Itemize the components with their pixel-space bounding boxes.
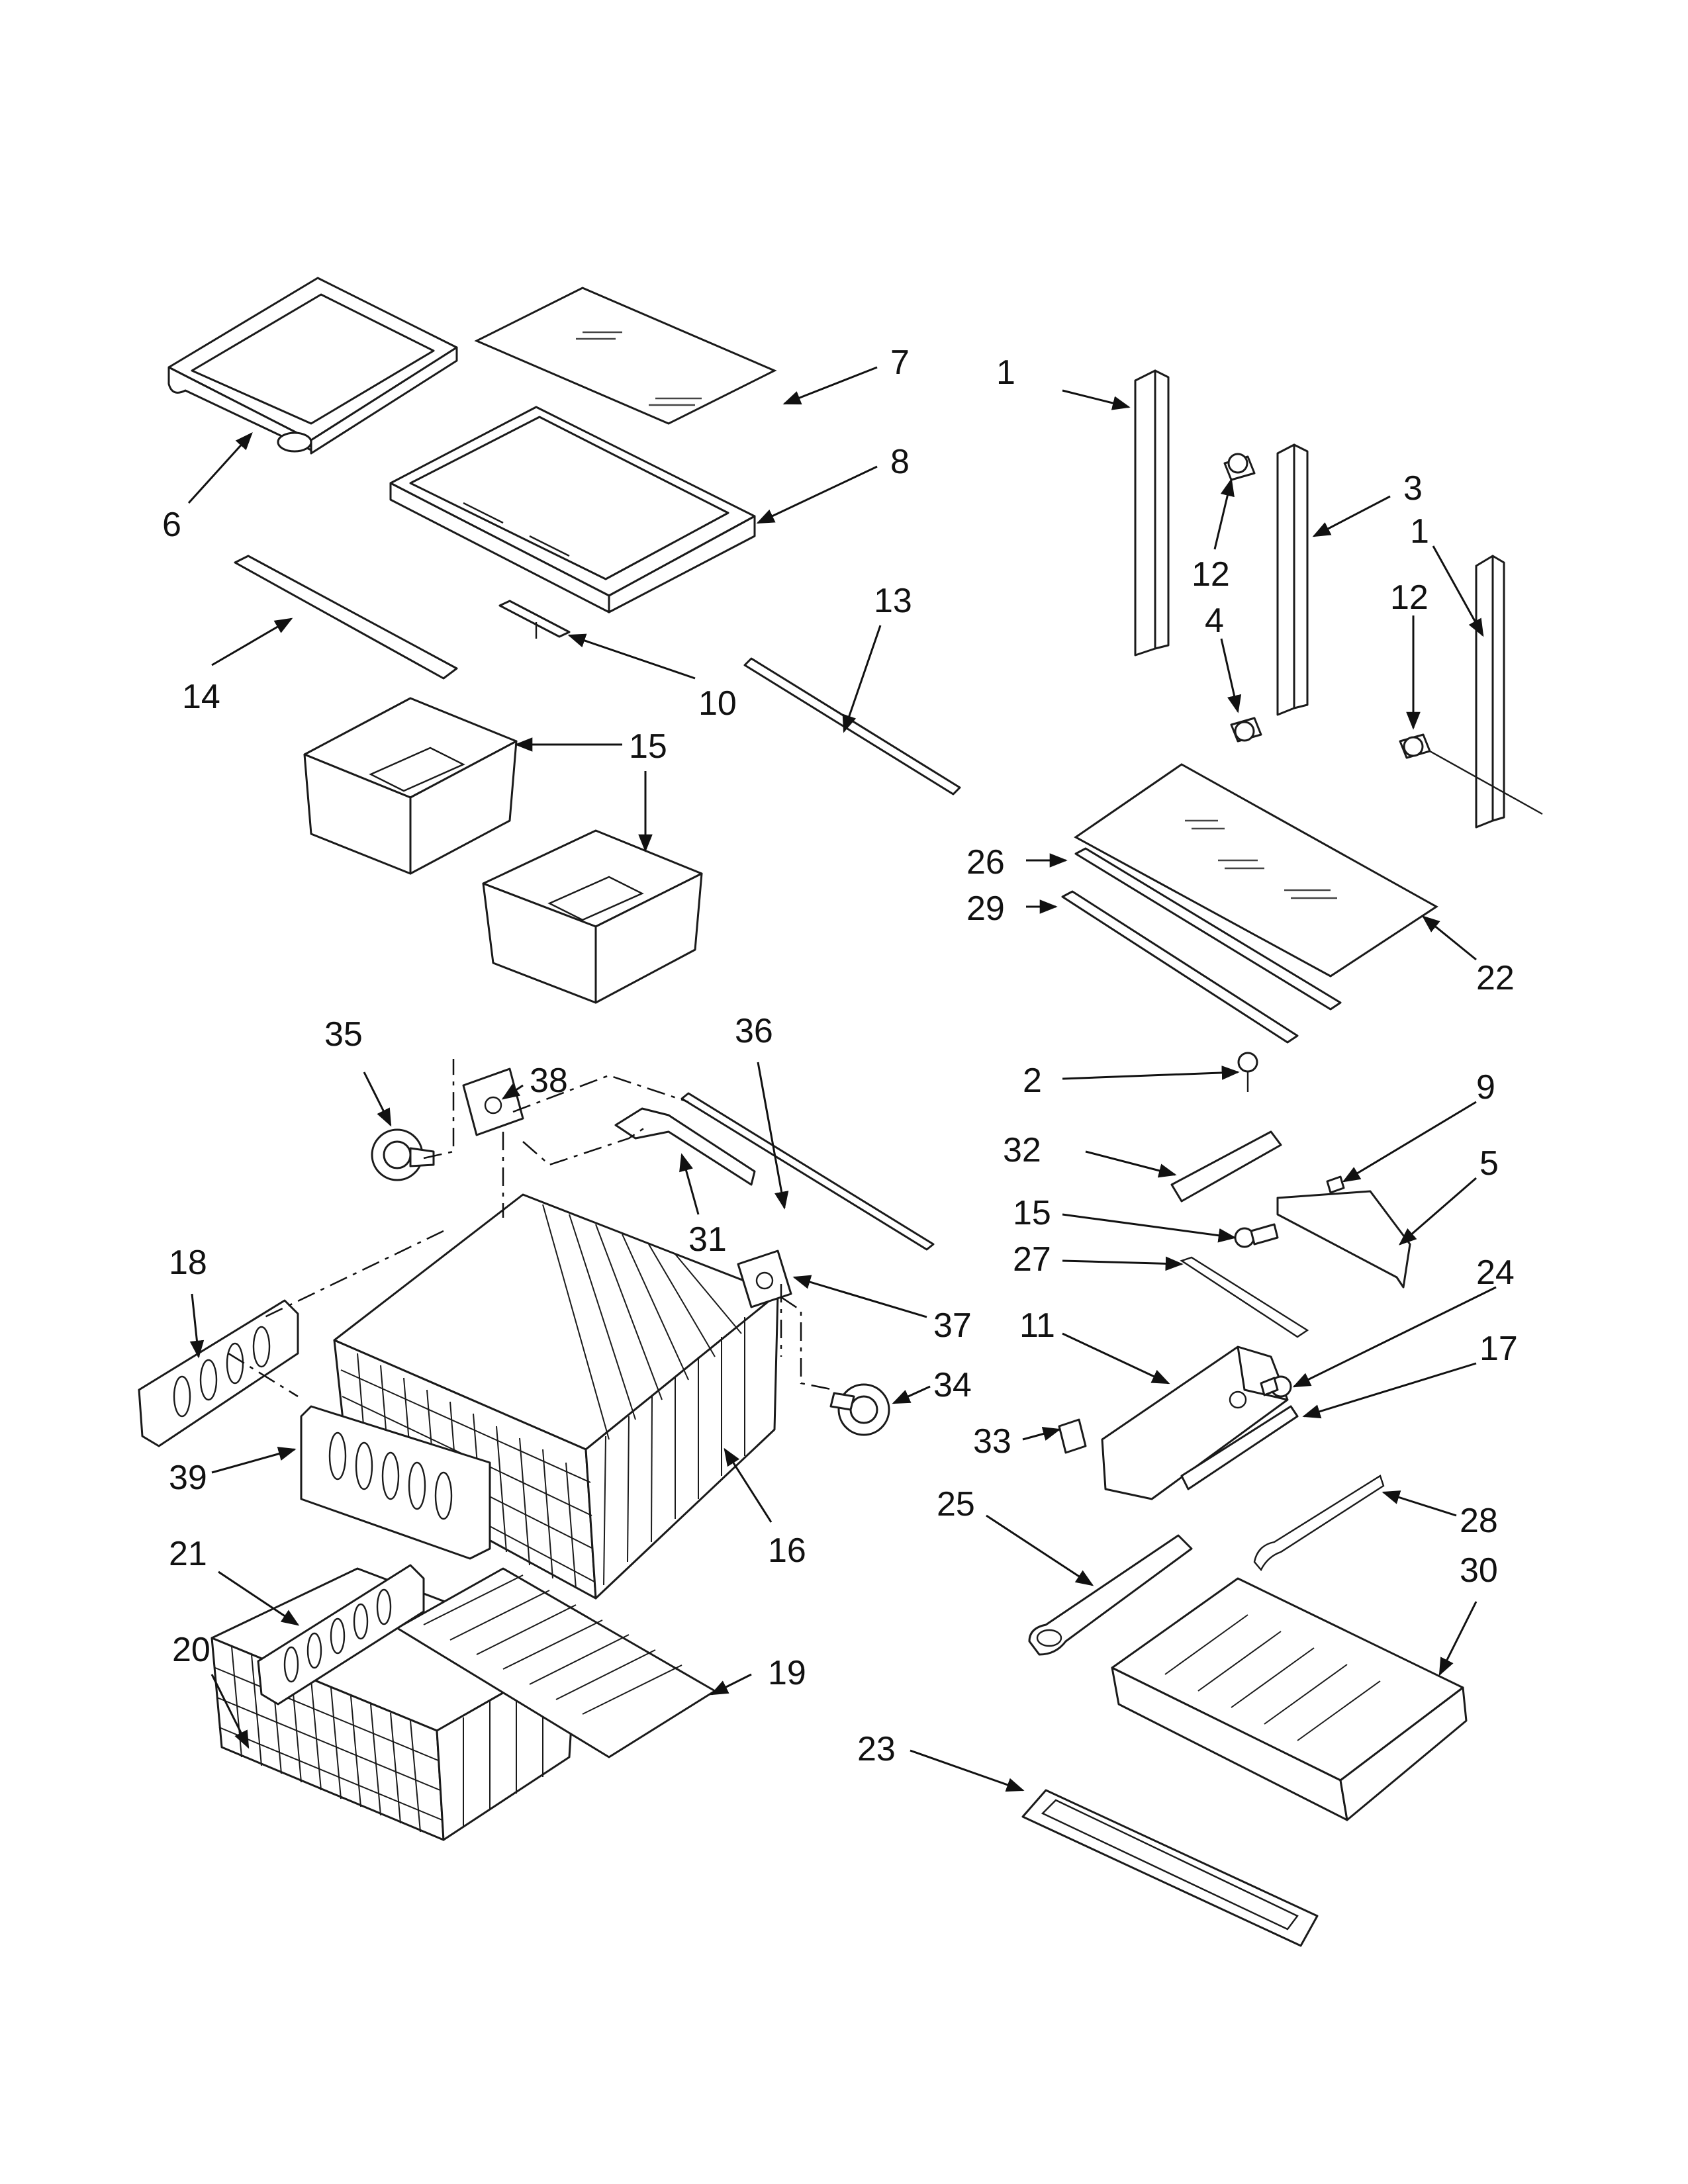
callout-19: 19 <box>768 1654 806 1692</box>
slide-bracket-part <box>462 1068 524 1136</box>
slide-bracket-part <box>737 1250 792 1308</box>
callout-31: 31 <box>688 1220 727 1259</box>
callout-1-right: 1 <box>1410 512 1429 551</box>
callout-33: 33 <box>973 1422 1011 1461</box>
callout-28: 28 <box>1460 1502 1498 1540</box>
callout-23: 23 <box>857 1730 896 1768</box>
basket-divider-part <box>300 1405 491 1560</box>
ladder-standard-part <box>1134 369 1170 657</box>
callout-18: 18 <box>169 1244 207 1282</box>
callout-34: 34 <box>933 1366 972 1404</box>
clip-part <box>1326 1175 1345 1194</box>
callout-8: 8 <box>890 443 910 481</box>
callout-12-left: 12 <box>1192 555 1230 594</box>
shelf-frame-part <box>167 277 458 455</box>
callout-39: 39 <box>169 1459 207 1497</box>
callout-22: 22 <box>1476 959 1515 997</box>
callout-13: 13 <box>874 582 912 620</box>
callout-12-right: 12 <box>1390 578 1429 617</box>
glass-shelf-part <box>1074 763 1438 978</box>
bracket-part <box>1170 1130 1282 1203</box>
drawer-handle-part <box>1028 1534 1193 1656</box>
callout-labels: 6 7 8 10 14 13 15 1 3 1 12 4 12 26 29 22… <box>162 343 1518 1768</box>
drawer-front-part <box>1021 1789 1319 1947</box>
callout-15-right: 15 <box>1013 1194 1051 1232</box>
callout-36: 36 <box>735 1012 773 1050</box>
callout-17: 17 <box>1479 1330 1518 1368</box>
slide-rail-part <box>614 1107 756 1186</box>
slide-rail-part <box>1276 1190 1411 1289</box>
small-bracket-part <box>498 600 571 639</box>
callout-24: 24 <box>1476 1253 1515 1292</box>
leader-lines <box>187 366 1497 1792</box>
callout-16: 16 <box>768 1531 806 1570</box>
callout-29: 29 <box>966 889 1005 928</box>
callout-10: 10 <box>698 684 737 723</box>
basket-divider-part <box>138 1299 299 1447</box>
callout-3: 3 <box>1403 469 1423 508</box>
callout-4: 4 <box>1205 602 1224 640</box>
callout-25: 25 <box>937 1485 975 1524</box>
callout-1-left: 1 <box>996 353 1015 392</box>
callout-11: 11 <box>1019 1306 1055 1345</box>
callout-26: 26 <box>966 843 1005 882</box>
screw-part <box>1399 733 1431 759</box>
shelf-trim-part <box>1061 890 1299 1044</box>
screw-part <box>1223 453 1256 481</box>
shelf-trim-part <box>1074 847 1342 1011</box>
rod-part <box>1253 1475 1385 1572</box>
drawer-tray-part <box>1111 1577 1468 1821</box>
callout-35: 35 <box>324 1015 363 1054</box>
gear-part <box>829 1383 890 1436</box>
shelf-tray-part <box>389 406 756 614</box>
screw-part <box>1260 1375 1292 1398</box>
callout-38: 38 <box>530 1062 568 1100</box>
trim-rail-part <box>234 555 458 680</box>
slide-rail-part <box>1180 1405 1299 1490</box>
crisper-drawer-part <box>482 829 703 1004</box>
gear-part <box>371 1128 435 1181</box>
rod-part <box>1180 1256 1309 1338</box>
basket-divider-part <box>257 1564 425 1706</box>
long-rail-part <box>743 657 961 796</box>
callout-9: 9 <box>1476 1068 1495 1107</box>
callout-2: 2 <box>1023 1062 1042 1100</box>
callout-15-top: 15 <box>629 727 667 766</box>
callout-6: 6 <box>162 506 181 544</box>
screw-part <box>1230 717 1262 743</box>
callout-37: 37 <box>933 1306 972 1345</box>
small-bracket-part <box>1058 1418 1087 1454</box>
ladder-standard-part <box>1276 443 1309 716</box>
callout-5: 5 <box>1479 1144 1499 1183</box>
callout-20: 20 <box>172 1631 211 1669</box>
crisper-drawer-part <box>303 697 518 875</box>
screw-part <box>1234 1223 1279 1248</box>
screw-part <box>1237 1052 1258 1092</box>
callout-14: 14 <box>182 678 220 716</box>
callout-7: 7 <box>890 343 910 382</box>
callout-27: 27 <box>1013 1240 1051 1279</box>
ladder-standard-part <box>1475 555 1505 829</box>
rod-part <box>680 1092 935 1251</box>
callout-21: 21 <box>169 1535 207 1573</box>
callout-32: 32 <box>1003 1131 1041 1169</box>
callout-30: 30 <box>1460 1551 1498 1590</box>
glass-shelf-part <box>474 287 777 425</box>
